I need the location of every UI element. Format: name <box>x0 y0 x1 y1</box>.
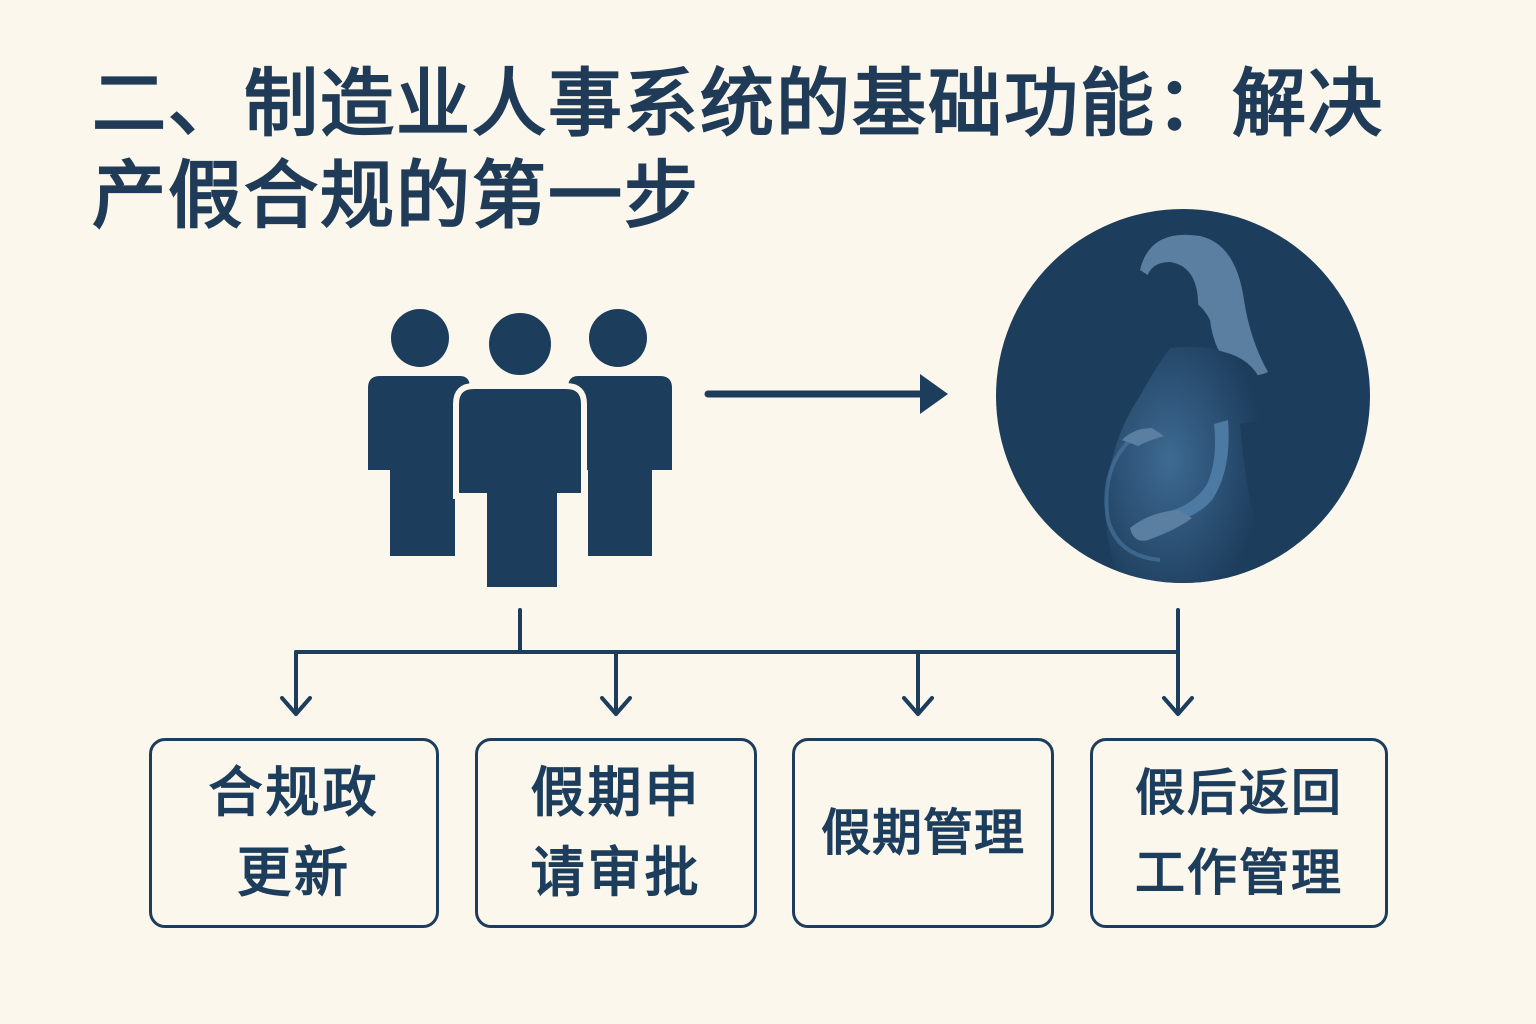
connector-lines <box>280 608 1194 716</box>
arrow-right-icon <box>704 374 948 414</box>
box-return-to-work-management: 假后返回 工作管理 <box>1090 738 1388 928</box>
box-label: 合规政 更新 <box>208 761 380 904</box>
box-leave-management: 假期管理 <box>792 738 1054 928</box>
box-leave-application-approval: 假期申 请审批 <box>475 738 757 928</box>
people-group-icon <box>368 307 672 593</box>
box-label: 假期申 请审批 <box>530 761 702 904</box>
box-label: 假后返回 工作管理 <box>1135 764 1343 902</box>
box-compliance-policy-update: 合规政 更新 <box>149 738 439 928</box>
pregnant-woman-icon <box>996 209 1370 583</box>
box-label: 假期管理 <box>821 804 1025 862</box>
page-title: 二、制造业人事系统的基础功能：解决产假合规的第一步 <box>92 61 1384 239</box>
